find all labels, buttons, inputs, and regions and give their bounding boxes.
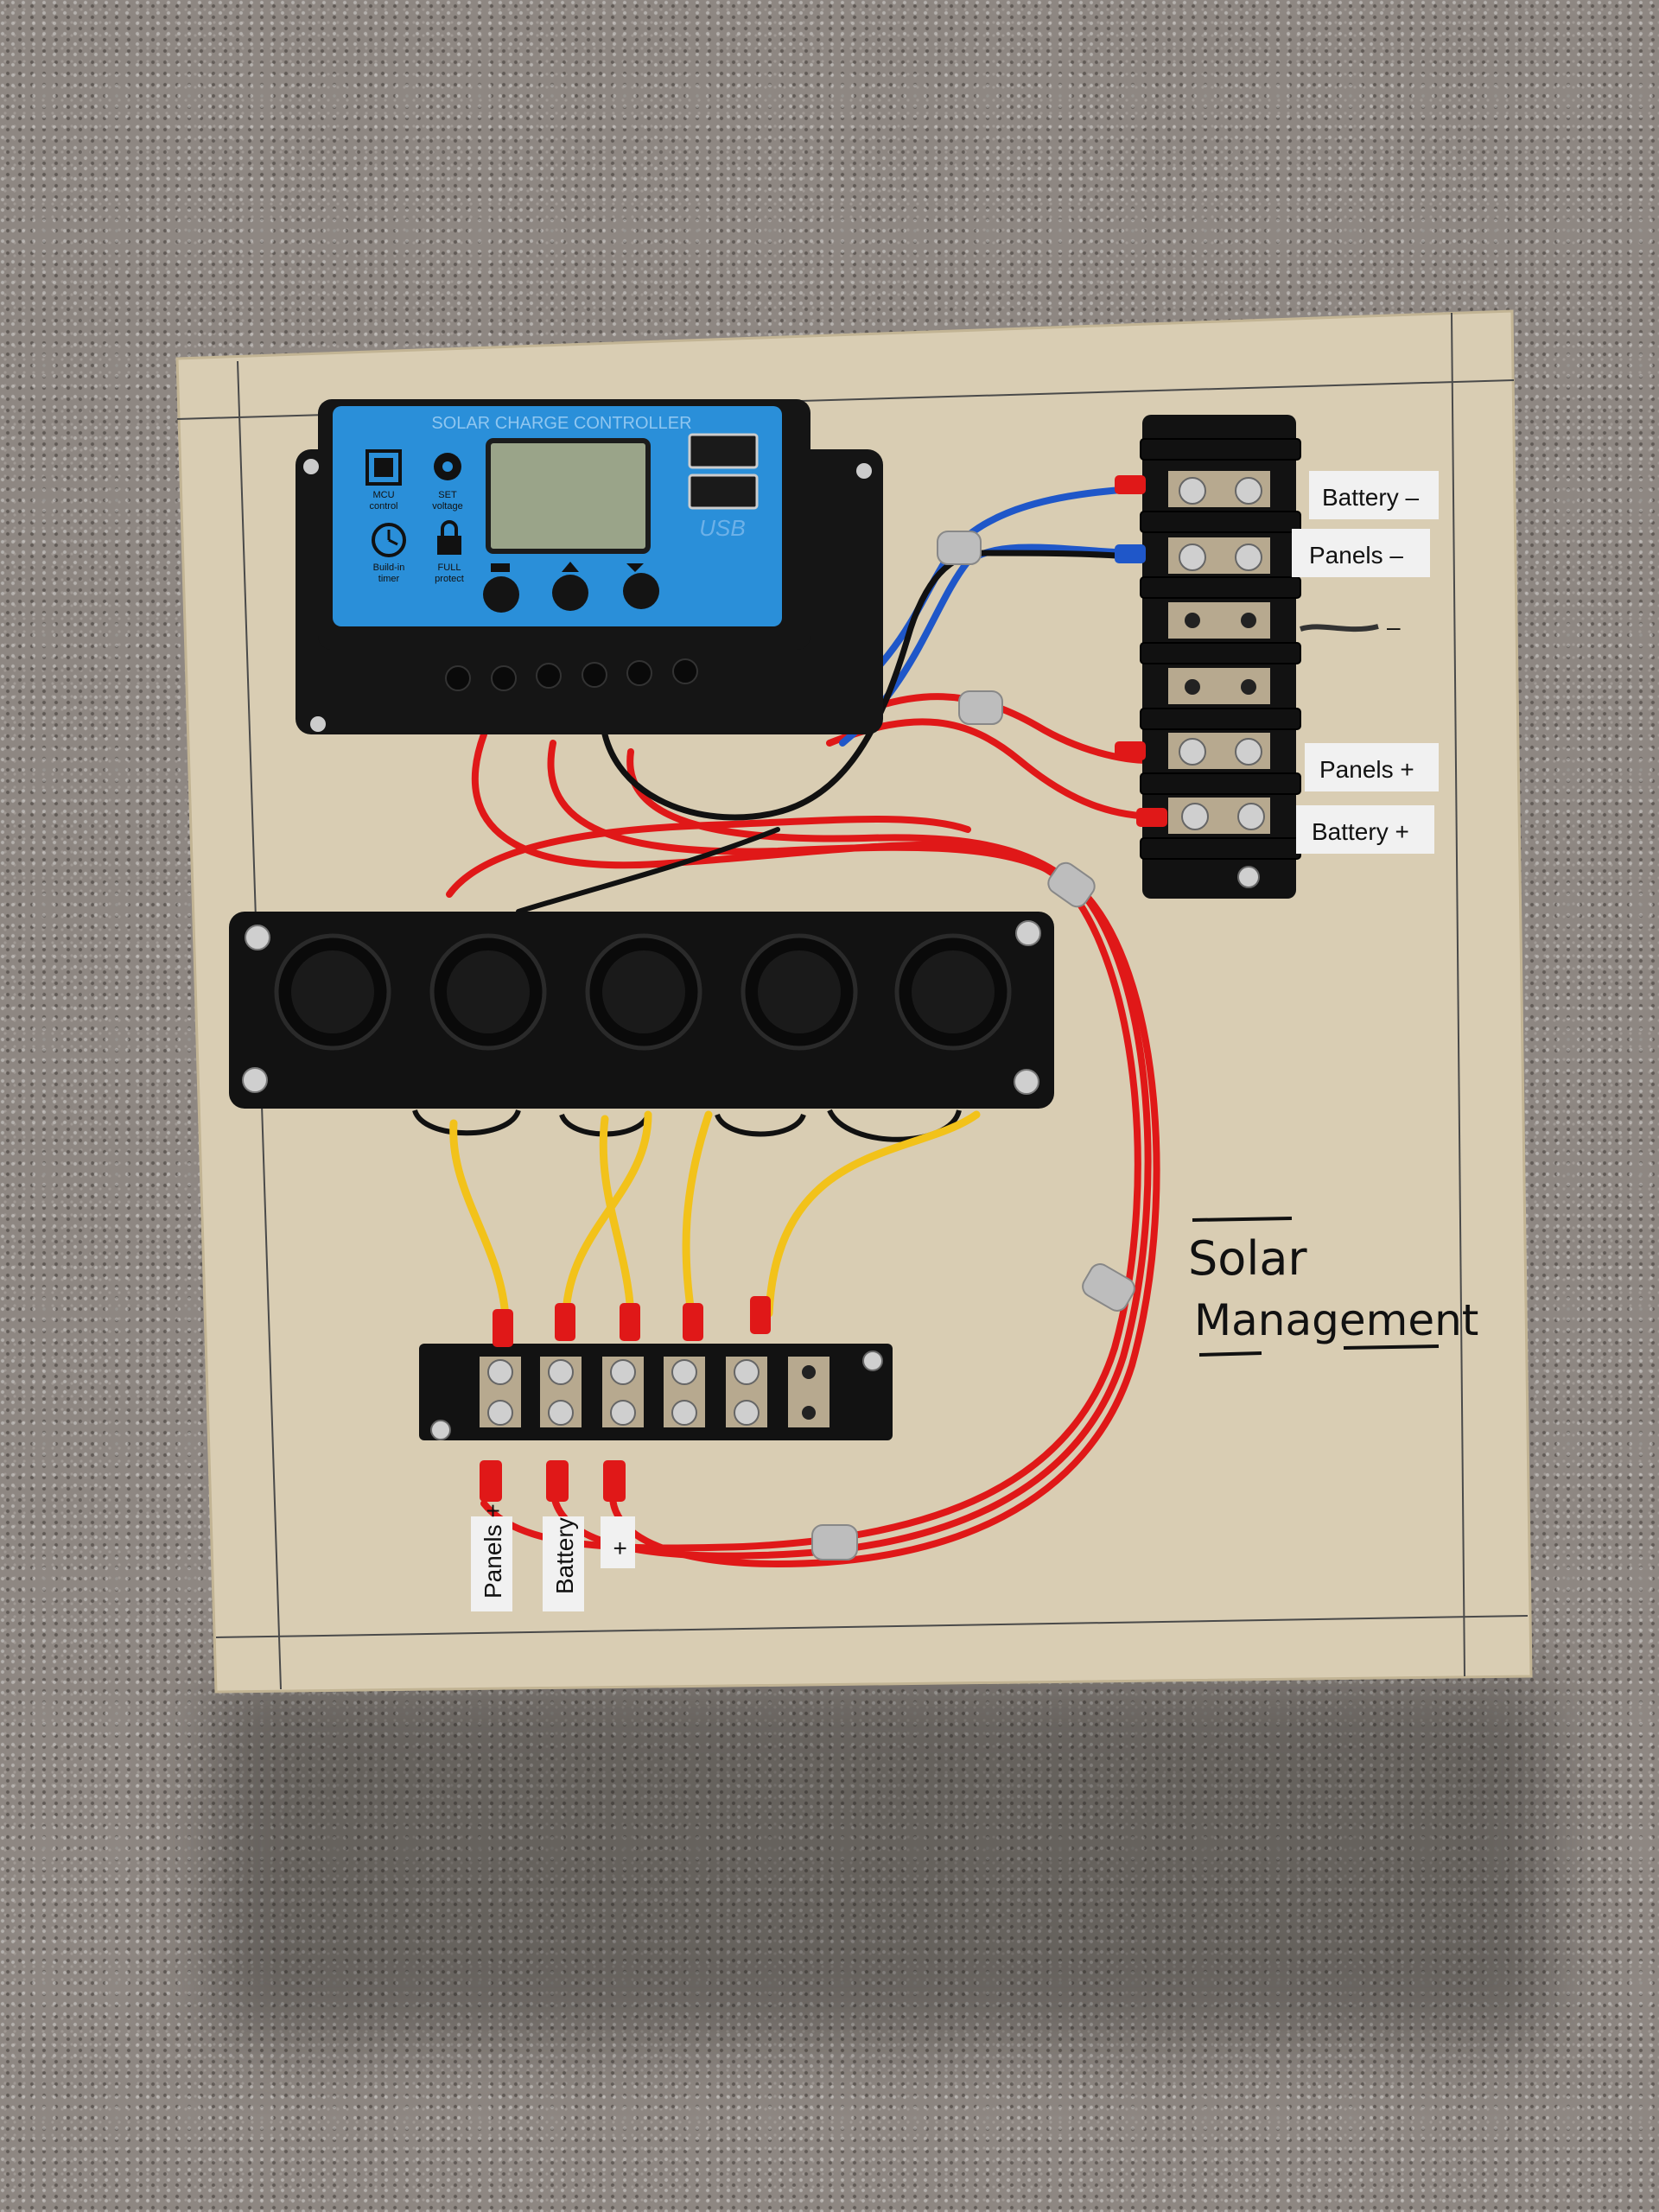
rocker-switch-4[interactable] bbox=[741, 933, 858, 1051]
lcd-screen bbox=[486, 438, 651, 554]
red-wire-bundle bbox=[446, 693, 1161, 1568]
svg-text:MCU: MCU bbox=[372, 490, 394, 500]
handwriting-solar: Solar bbox=[1188, 1231, 1307, 1286]
svg-text:voltage: voltage bbox=[432, 501, 462, 512]
label-bottom-third: + bbox=[607, 1541, 633, 1555]
svg-text:FULL: FULL bbox=[438, 563, 461, 573]
label-bottom-battery: Battery bbox=[551, 1517, 578, 1594]
label-panels-pos: Panels + bbox=[1319, 756, 1414, 783]
charge-controller: SOLAR CHARGE CONTROLLER USB MCU control … bbox=[296, 399, 883, 734]
svg-text:timer: timer bbox=[378, 574, 400, 584]
terminal-block-right bbox=[1140, 415, 1301, 899]
controller-button-3[interactable] bbox=[623, 573, 659, 609]
usb-port-2[interactable] bbox=[688, 474, 759, 510]
terminal-block-bottom bbox=[419, 1344, 893, 1440]
gear-icon: SET voltage bbox=[432, 453, 463, 512]
board-shadow bbox=[207, 1676, 1555, 2039]
controller-button-2[interactable] bbox=[552, 575, 588, 611]
label-crossed-neg: – bbox=[1387, 613, 1401, 640]
label-panels-neg: Panels – bbox=[1309, 542, 1403, 569]
controller-title: SOLAR CHARGE CONTROLLER bbox=[431, 414, 691, 433]
handwriting-management: Management bbox=[1194, 1295, 1478, 1345]
crimp-lugs-bottom bbox=[480, 1296, 771, 1502]
black-wire-2 bbox=[516, 827, 780, 914]
label-battery-pos: Battery + bbox=[1312, 818, 1409, 845]
usb-port-1[interactable] bbox=[688, 433, 759, 469]
controller-button-1[interactable] bbox=[483, 576, 519, 613]
svg-text:control: control bbox=[369, 501, 397, 512]
yellow-wires bbox=[449, 1110, 981, 1322]
controller-terminals bbox=[445, 658, 698, 691]
clock-icon: Build-in timer bbox=[372, 523, 406, 584]
svg-text:SET: SET bbox=[438, 490, 457, 500]
svg-text:protect: protect bbox=[435, 574, 464, 584]
label-battery-neg: Battery – bbox=[1322, 484, 1419, 511]
lock-icon: FULL protect bbox=[435, 520, 464, 584]
handwritten-title: Solar Management bbox=[1188, 1217, 1478, 1357]
switch-panel bbox=[229, 912, 1054, 1109]
crimp-lugs-right bbox=[1115, 475, 1167, 827]
rocker-switch-5[interactable] bbox=[894, 933, 1012, 1051]
rocker-switch-1[interactable] bbox=[274, 933, 391, 1051]
usb-label: USB bbox=[699, 515, 745, 541]
black-wire bbox=[601, 550, 1144, 821]
svg-text:Build-in: Build-in bbox=[373, 563, 405, 573]
cable-clamps bbox=[811, 531, 1135, 1560]
label-bottom-panels: Panels + bbox=[480, 1503, 506, 1599]
terminal-labels-bottom: Panels + Battery + bbox=[471, 1503, 635, 1611]
mcu-chip-icon: MCU control bbox=[365, 449, 402, 512]
rocker-switch-2[interactable] bbox=[429, 933, 547, 1051]
terminal-labels-right: Battery – Panels – – Panels + Battery + bbox=[1292, 471, 1439, 854]
rocker-switch-3[interactable] bbox=[585, 933, 702, 1051]
